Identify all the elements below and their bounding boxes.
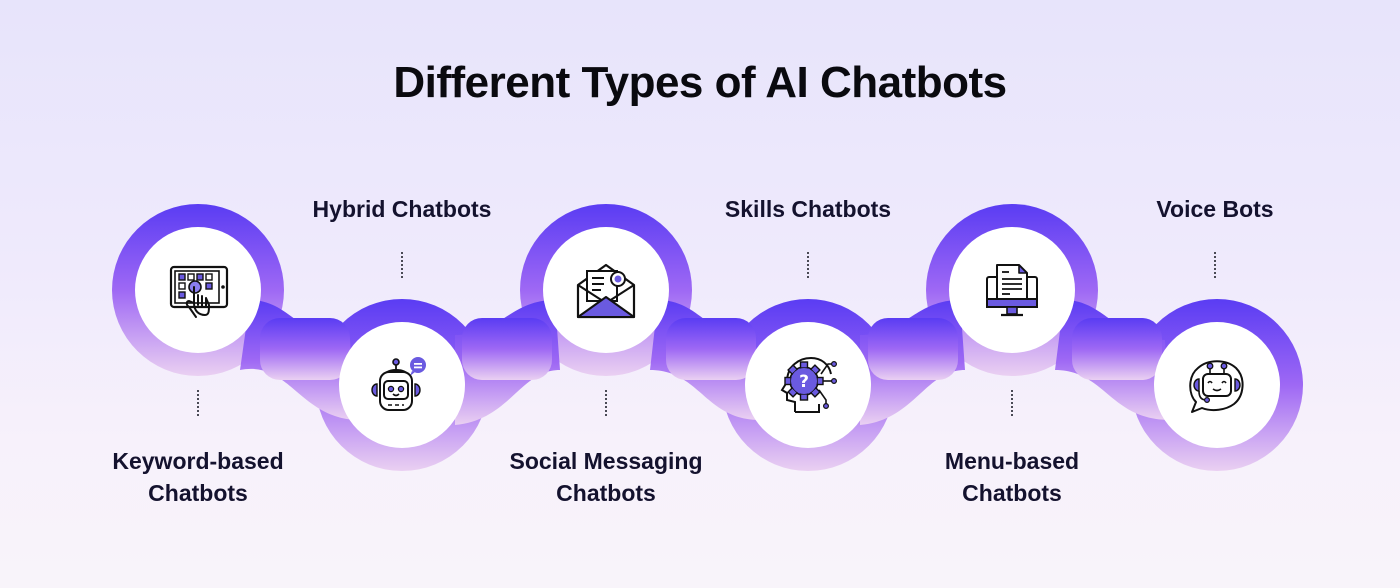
label-line-1: Menu-based [944,448,1080,474]
connector-menu [1011,390,1013,416]
head-gear-question-icon: ? [773,350,843,420]
label-line-2: Chatbots [148,480,248,506]
label-line-2: Chatbots [962,480,1062,506]
label-social-messaging-chatbots: Social Messaging Chatbots [509,445,702,509]
label-line-2: Chatbots [556,480,656,506]
connector-skills [807,252,809,278]
envelope-letter-icon [571,255,641,325]
connector-hybrid [401,252,403,278]
label-skills-chatbots: Skills Chatbots [725,193,891,225]
label-line-1: Hybrid Chatbots [312,196,492,222]
connector-voice [1214,252,1216,278]
label-line-1: Skills Chatbots [724,196,892,222]
label-line-1: Keyword-based [112,448,284,474]
monitor-document-icon [977,255,1047,325]
page-title: Different Types of AI Chatbots [393,58,1007,107]
label-line-1: Voice Bots [1156,196,1274,222]
label-hybrid-chatbots: Hybrid Chatbots [313,193,492,225]
robot-chat-bubble-icon [367,350,437,420]
svg-text:?: ? [799,372,809,392]
label-menu-based-chatbots: Menu-based Chatbots [945,445,1079,509]
label-keyword-based-chatbots: Keyword-based Chatbots [112,445,283,509]
tablet-touch-icon [163,255,233,325]
robot-headset-speech-icon [1182,350,1252,420]
label-voice-bots: Voice Bots [1156,193,1273,225]
label-line-1: Social Messaging [509,448,703,474]
connector-keyword [197,390,199,416]
connector-social [605,390,607,416]
